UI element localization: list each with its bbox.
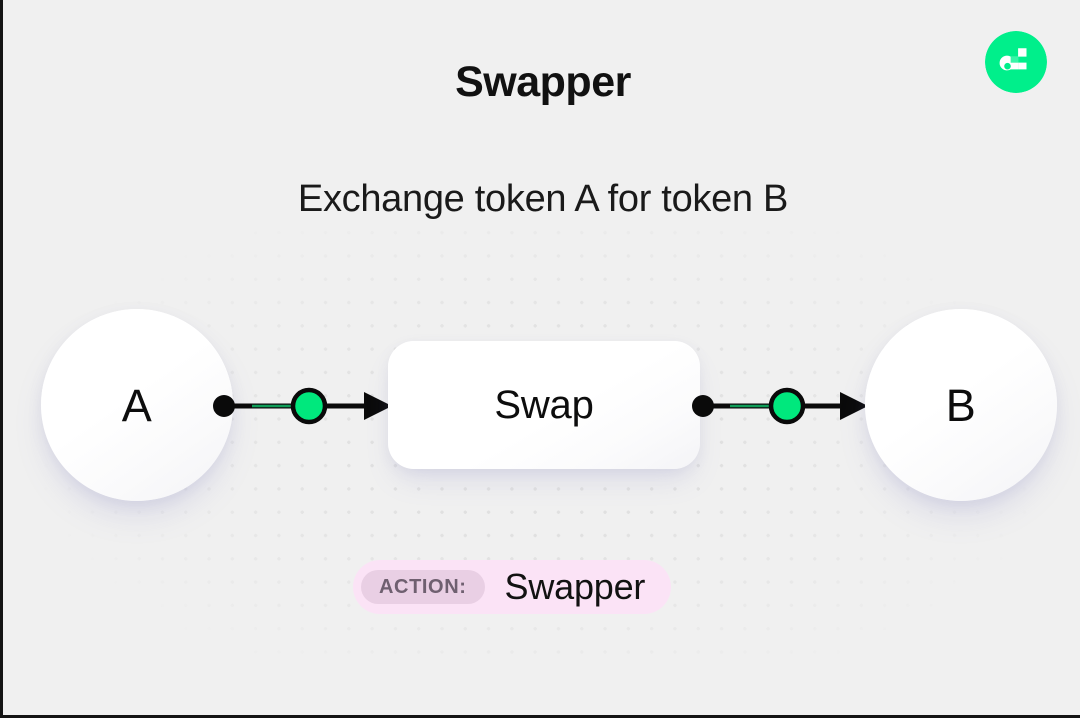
node-token-b-label: B [945,379,977,431]
edge-a-to-swap [213,387,392,425]
node-token-b[interactable]: B [865,309,1057,501]
edge-swap-to-b [692,387,868,425]
page-title: Swapper [455,58,631,106]
node-swap[interactable]: Swap [388,341,700,469]
node-token-a[interactable]: A [41,309,233,501]
action-badge-value: Swapper [504,566,646,607]
action-badge-key: ACTION: [361,570,485,604]
edge-handle-dot[interactable] [290,387,328,425]
edge-source-dot [213,395,235,417]
page-subtitle: Exchange token A for token B [297,178,789,220]
edge-handle-dot[interactable] [768,387,806,425]
node-swap-label: Swap [494,383,594,427]
edge-source-dot [692,395,714,417]
node-token-a-label: A [121,379,153,431]
edge-arrow-head [364,392,392,420]
action-badge: ACTION: Swapper [353,560,672,614]
flow-logo-icon[interactable] [985,31,1047,93]
edge-arrow-head [840,392,868,420]
